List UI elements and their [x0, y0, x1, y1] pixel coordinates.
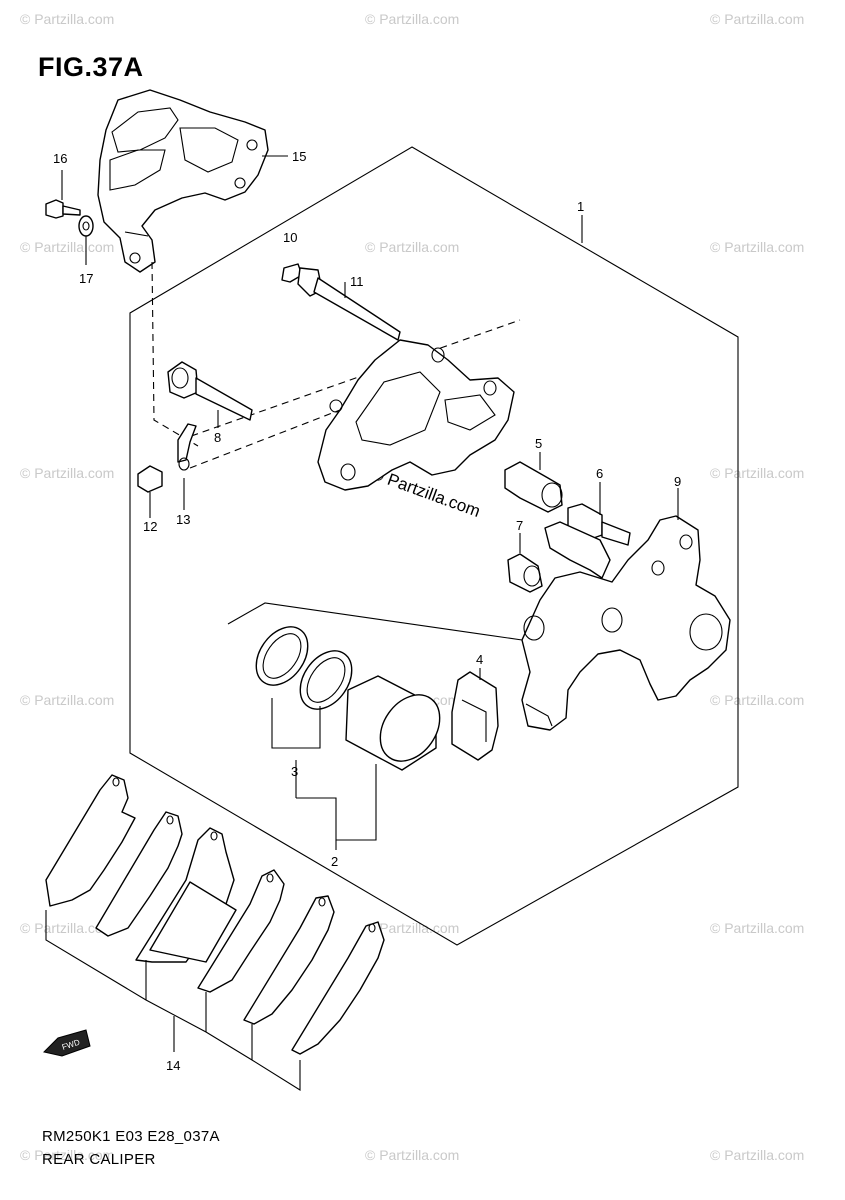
watermark-text: © Partzilla.com	[20, 465, 114, 481]
watermark-text: © Partzilla.com	[20, 239, 114, 255]
callout-15: 15	[292, 149, 306, 164]
pad-spring-4	[451, 671, 499, 761]
guide-pin-8	[167, 361, 253, 421]
callout-4: 4	[476, 652, 483, 667]
bracket-line	[296, 764, 377, 841]
bolt-16	[45, 199, 81, 219]
leader-line	[227, 602, 523, 641]
watermark-text: © Partzilla.com	[710, 465, 804, 481]
callout-11: 11	[350, 274, 364, 289]
figure-title: FIG.37A	[38, 52, 144, 82]
piston-2	[345, 675, 441, 771]
watermark-text: © Partzilla.com	[710, 692, 804, 708]
watermark-text: © Partzilla.com	[710, 920, 804, 936]
alignment-line	[189, 409, 341, 469]
callout-1: 1	[577, 199, 584, 214]
alignment-line	[151, 261, 199, 447]
watermark-text: © Partzilla.com	[20, 920, 114, 936]
watermark-text: © Partzilla.com	[20, 692, 114, 708]
callout-2: 2	[331, 854, 338, 869]
watermark-text: © Partzilla.com	[20, 11, 114, 27]
callout-labels: 1 2 3 4 5 6 7 8 9 10 11 12 13 14 15 16 1…	[53, 149, 681, 1073]
caliper-body	[317, 339, 515, 491]
caliper-bracket-9	[521, 515, 731, 731]
bracket-line	[271, 698, 321, 749]
callout-12: 12	[143, 519, 157, 534]
callout-14: 14	[166, 1058, 180, 1073]
figure-name: REAR CALIPER	[42, 1151, 156, 1168]
brake-pads-14	[45, 774, 385, 1055]
watermark-text: © Partzilla.com	[365, 11, 459, 27]
watermark-text: © Partzilla.com	[20, 1147, 114, 1163]
callout-6: 6	[596, 466, 603, 481]
watermark-text: © Partzilla.com	[710, 1147, 804, 1163]
forward-arrow-icon: FWD	[43, 1029, 91, 1057]
figure-code: RM250K1 E03 E28_037A	[42, 1128, 220, 1145]
watermark-text: © Partzilla.com	[365, 1147, 459, 1163]
clip-13	[177, 423, 197, 471]
assembly-outline	[129, 146, 739, 946]
callout-16: 16	[53, 151, 67, 166]
alignment-line	[179, 319, 521, 441]
callout-3: 3	[291, 764, 298, 779]
pad-pin-11	[281, 263, 401, 341]
watermark-text: © Partzilla.com	[710, 239, 804, 255]
callout-9: 9	[674, 474, 681, 489]
callout-17: 17	[79, 271, 93, 286]
bleeder-12	[137, 465, 163, 493]
callout-13: 13	[176, 512, 190, 527]
callout-7: 7	[516, 518, 523, 533]
callout-10: 10	[283, 230, 297, 245]
seals-3	[255, 626, 353, 710]
boot-5	[504, 461, 563, 513]
pad-spring	[544, 521, 611, 579]
watermark-text: © Partzilla.com	[710, 11, 804, 27]
callout-8: 8	[214, 430, 221, 445]
boot-7	[507, 553, 543, 593]
watermark-text: © Partzilla.com	[365, 239, 459, 255]
disc-guard	[97, 89, 269, 273]
washer-17	[78, 215, 94, 237]
callout-5: 5	[535, 436, 542, 451]
